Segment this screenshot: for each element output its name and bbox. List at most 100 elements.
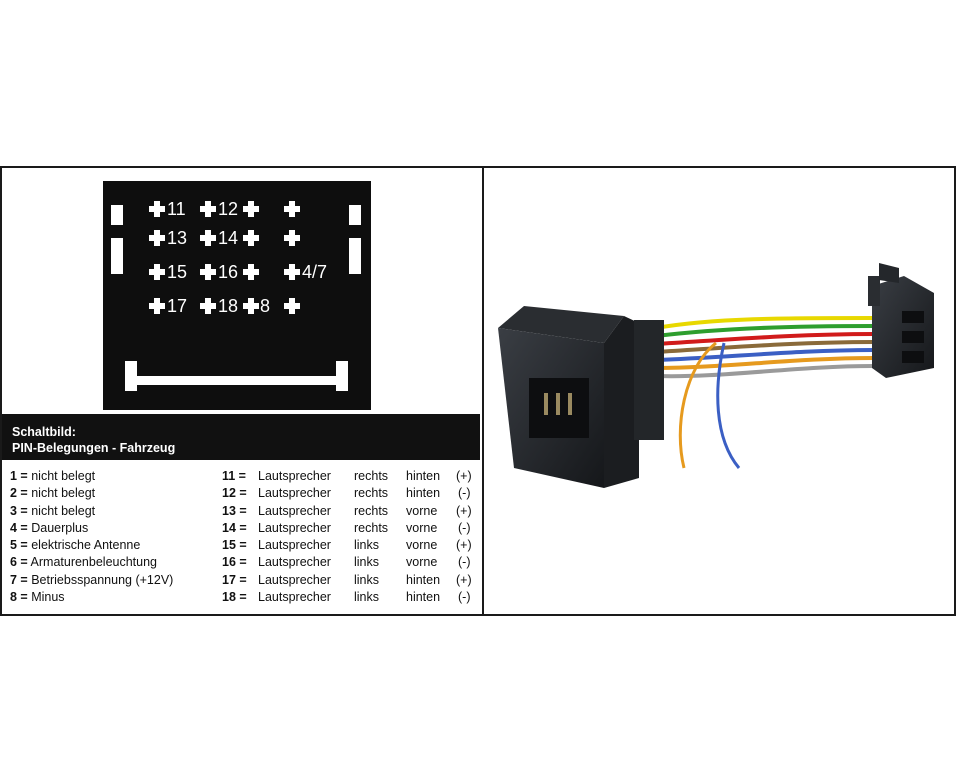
pin-label: 12 xyxy=(218,199,239,219)
pin-label: 4/7 xyxy=(302,262,328,282)
pin-position: hinten xyxy=(406,469,441,483)
pin-row: 16 = Lautsprecher links vorne (-) xyxy=(222,554,478,571)
pin-marker xyxy=(149,230,165,246)
pin-position: hinten xyxy=(406,590,441,605)
pin-label: 8 xyxy=(260,296,271,316)
pin-number: 11 = xyxy=(222,469,246,483)
pin-number: 15 = xyxy=(222,538,247,553)
pin-polarity: (+) xyxy=(456,503,472,518)
pin-polarity: (-) xyxy=(458,555,471,570)
pin-type: Lautsprecher xyxy=(258,503,331,518)
pin-row: 2 = nicht belegt xyxy=(10,485,173,502)
pin-marker xyxy=(149,201,165,217)
pin-marker xyxy=(284,298,300,314)
adapter-cable-illustration xyxy=(498,263,934,488)
pin-polarity: (+) xyxy=(456,469,472,483)
panel-divider xyxy=(482,168,484,614)
pin-label: 14 xyxy=(218,228,239,248)
wire-bundle xyxy=(654,316,876,379)
pin-label: 11 xyxy=(167,199,186,219)
key-bar-end-left xyxy=(125,361,137,391)
pin-row: 8 = Minus xyxy=(10,589,173,606)
pin-position: vorne xyxy=(406,555,438,570)
key-bar-end-right xyxy=(336,361,348,391)
wire xyxy=(654,356,876,370)
pin-description: nicht belegt xyxy=(31,486,96,501)
pin-type: Lautsprecher xyxy=(258,572,331,587)
pin-row: 18 = Lautsprecher links hinten (-) xyxy=(222,589,478,606)
wire xyxy=(654,316,876,330)
caption-subtitle: PIN-Belegungen - Fahrzeug xyxy=(12,441,176,455)
pin-polarity: (-) xyxy=(458,590,471,605)
pin-marker xyxy=(149,298,165,314)
pin-row: 3 = nicht belegt xyxy=(10,503,173,520)
pin-side: links xyxy=(354,555,380,570)
wire xyxy=(654,324,876,338)
pin-row: 17 = Lautsprecher links hinten (+) xyxy=(222,572,478,589)
pin-marker xyxy=(243,230,259,246)
pin-side: links xyxy=(354,572,380,587)
pin-position: hinten xyxy=(406,572,441,587)
pin-polarity: (+) xyxy=(456,572,472,587)
caption-title: Schaltbild: xyxy=(12,425,76,439)
pin-marker xyxy=(200,230,216,246)
wire xyxy=(654,332,876,346)
pin-position: vorne xyxy=(406,538,438,553)
pin-description: Dauerplus xyxy=(31,520,89,535)
pin-type: Lautsprecher xyxy=(258,486,331,501)
pin-marker xyxy=(284,230,300,246)
pin-number: 5 = xyxy=(10,538,28,553)
pin-position: hinten xyxy=(406,486,441,501)
pin-number: 16 = xyxy=(222,555,247,570)
pin-number: 6 = xyxy=(10,555,28,570)
side-slot-left-bottom xyxy=(111,238,123,274)
wire xyxy=(654,364,876,379)
pin-polarity: (-) xyxy=(458,486,471,501)
pin-side: links xyxy=(354,590,380,605)
pin-label: 18 xyxy=(218,296,239,316)
pin-number: 17 = xyxy=(222,572,247,587)
pin-number: 18 = xyxy=(222,590,247,605)
pin-number: 8 = xyxy=(10,590,28,605)
pin-marker xyxy=(243,201,259,217)
pin-description: elektrische Antenne xyxy=(31,538,141,553)
iso-connector xyxy=(868,263,934,378)
side-slot-right-bottom xyxy=(349,238,361,274)
pin-position: vorne xyxy=(406,503,438,518)
pin-description: nicht belegt xyxy=(31,503,96,518)
pin-row: 7 = Betriebsspannung (+12V) xyxy=(10,572,173,589)
pin-description: Betriebsspannung (+12V) xyxy=(31,572,174,587)
pin-label: 15 xyxy=(167,262,188,282)
pin-type: Lautsprecher xyxy=(258,520,331,535)
side-slot-left-top xyxy=(111,205,123,225)
pin-number: 7 = xyxy=(10,572,28,587)
pin-side: links xyxy=(354,538,380,553)
pin-label: 13 xyxy=(167,228,188,248)
pin-marker xyxy=(284,264,300,280)
pin-side: rechts xyxy=(354,469,389,483)
pin-number: 1 = xyxy=(10,469,28,483)
pin-list-left: 1 = nicht belegt 2 = nicht belegt 3 = ni… xyxy=(10,468,173,606)
pin-row: 4 = Dauerplus xyxy=(10,520,173,537)
pin-number: 3 = xyxy=(10,503,28,518)
pin-type: Lautsprecher xyxy=(258,555,331,570)
schematic-caption: Schaltbild: PIN-Belegungen - Fahrzeug xyxy=(2,414,480,460)
pin-number: 4 = xyxy=(10,520,28,535)
pin-marker xyxy=(200,298,216,314)
pin-number: 14 = xyxy=(222,520,247,535)
wire xyxy=(654,348,876,362)
pin-marker xyxy=(149,264,165,280)
key-bar xyxy=(135,376,341,385)
pin-marker xyxy=(243,298,259,314)
pin-number: 2 = xyxy=(10,486,28,501)
pin-type: Lautsprecher xyxy=(258,590,331,605)
pin-marker xyxy=(284,201,300,217)
loose-wire-orange xyxy=(678,341,717,469)
pin-marker xyxy=(200,264,216,280)
pin-type: Lautsprecher xyxy=(258,469,331,483)
